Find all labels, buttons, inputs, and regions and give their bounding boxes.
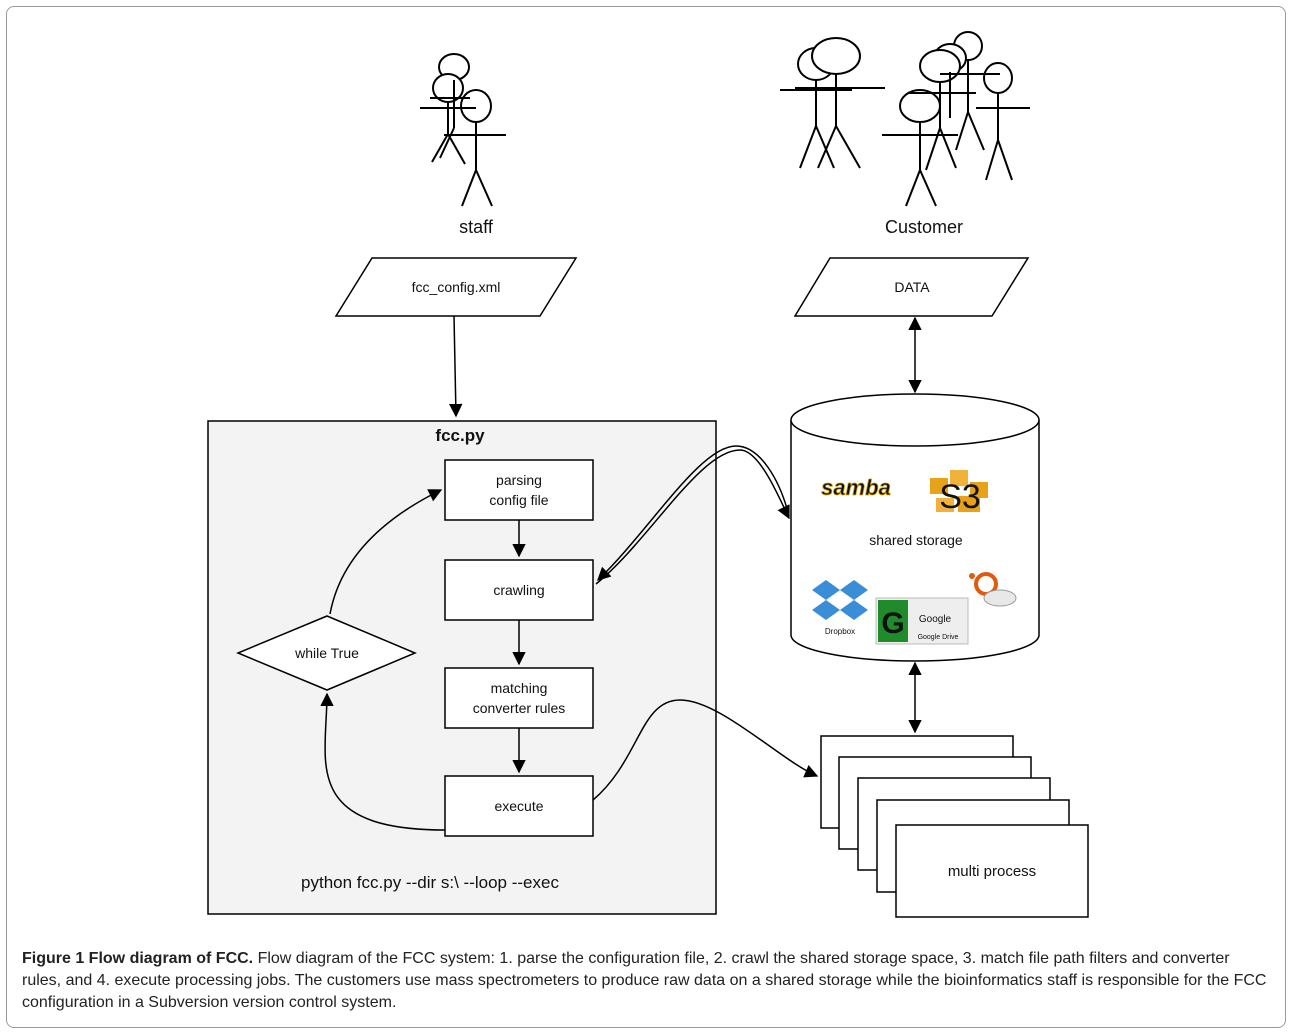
staff-label: staff	[459, 217, 494, 237]
command-line: python fcc.py --dir s:\ --loop --exec	[301, 873, 559, 892]
figure-caption: Figure 1 Flow diagram of FCC. Flow diagr…	[22, 948, 1272, 1014]
dropbox-logo: Dropbox	[812, 580, 868, 636]
program-title: fcc.py	[435, 426, 485, 445]
customer-figure-icon	[780, 31, 1030, 207]
step-crawling-label: crawling	[493, 582, 544, 598]
loop-label: while True	[294, 645, 359, 661]
ubuntu-cloud-logo	[969, 572, 1017, 607]
figure-frame	[6, 6, 1286, 1028]
step-parsing-box	[444, 459, 594, 521]
customer-label: Customer	[885, 217, 963, 237]
google-drive-logo-word: Google	[919, 614, 952, 625]
step-matching-label: matching	[491, 680, 548, 696]
step-execute-label: execute	[494, 798, 543, 814]
process-label: multi process	[948, 863, 1036, 880]
s3-logo: S3	[930, 470, 988, 516]
step-matching-label-2: converter rules	[473, 700, 566, 716]
step-matching-box	[444, 667, 594, 729]
step-parsing-label-2: config file	[489, 492, 548, 508]
loop-diamond	[236, 615, 417, 691]
step-crawling-box	[444, 559, 594, 621]
s3-logo-text: S3	[939, 478, 981, 516]
process-stack	[820, 735, 1089, 918]
dropbox-logo-text: Dropbox	[825, 627, 855, 636]
staff-figure-icon	[420, 53, 506, 207]
google-drive-logo-text: Google Drive	[918, 634, 959, 641]
config-file-label: fcc_config.xml	[412, 279, 501, 295]
config-file-shape	[334, 257, 578, 317]
storage-label: shared storage	[869, 532, 963, 548]
google-drive-logo-letter: G	[881, 607, 904, 640]
samba-logo: samba	[821, 475, 891, 500]
step-execute-box	[444, 775, 594, 837]
data-input-label: DATA	[894, 279, 930, 295]
caption-title: Figure 1 Flow diagram of FCC.	[22, 950, 254, 967]
flow-diagram: staff Customer fcc_	[207, 31, 1089, 918]
step-parsing-label: parsing	[496, 472, 542, 488]
google-drive-logo: G Google Google Drive	[875, 597, 969, 645]
data-input-shape	[793, 257, 1030, 317]
caption-text: Flow diagram of the FCC system: 1. parse…	[22, 950, 1267, 1011]
connector-lines	[320, 315, 922, 831]
